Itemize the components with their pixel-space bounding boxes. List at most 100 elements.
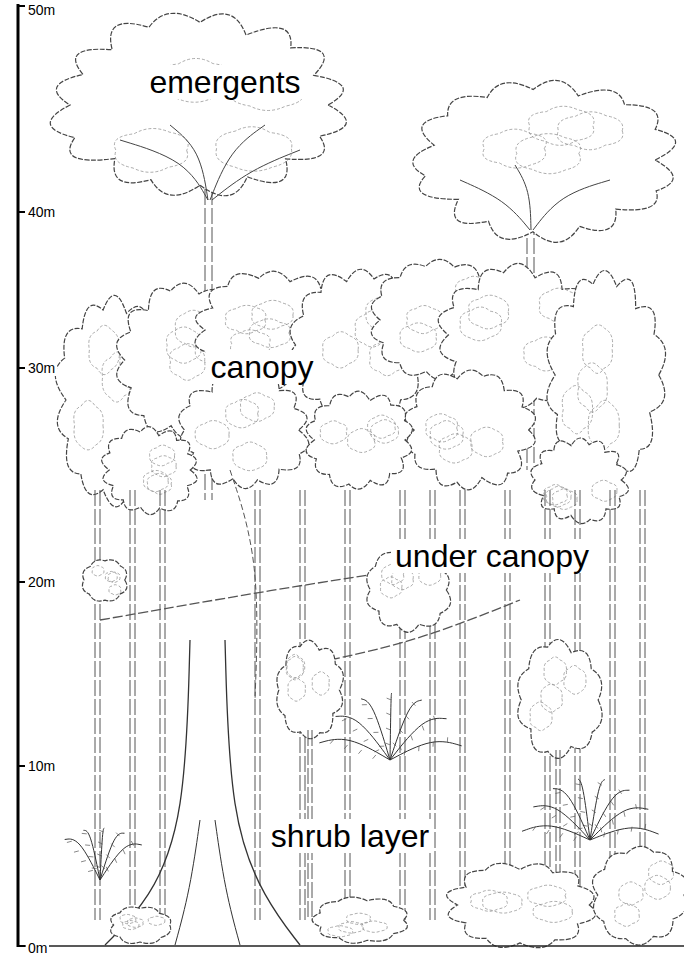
tree-branch [460, 180, 530, 230]
leaf-texture [150, 445, 175, 466]
leaf-texture [339, 922, 364, 933]
leaf-texture [252, 300, 294, 329]
palm-frond [603, 832, 605, 837]
tree-branch [515, 165, 531, 230]
leaf-texture [471, 427, 504, 457]
leaf-texture [543, 485, 567, 505]
axis-label: 20m [26, 574, 57, 590]
leaf-texture [249, 319, 290, 348]
leaf-texture [469, 295, 509, 329]
palm-frond [617, 830, 619, 835]
fern-frond [65, 839, 100, 880]
palm-frond [319, 739, 390, 760]
leaf-texture [400, 323, 436, 352]
leaf-texture [528, 885, 566, 906]
palm-frond [574, 837, 577, 841]
leaf-texture [483, 129, 546, 168]
leaf-texture [225, 305, 265, 333]
leaf-texture [460, 307, 501, 341]
fern-frond [85, 844, 90, 845]
leaf-texture [592, 480, 617, 501]
palm-frond [390, 742, 462, 760]
leaf-texture [120, 914, 136, 923]
palm-frond [422, 726, 424, 731]
leaf-texture [147, 473, 171, 494]
fern-frond [111, 844, 115, 848]
leaf-texture [89, 325, 120, 374]
palm-frond [390, 693, 392, 760]
leaf-texture [470, 890, 507, 911]
leaf-texture [430, 421, 463, 450]
leaf-texture [105, 571, 117, 581]
fern-frond [115, 858, 117, 863]
leaf-texture [347, 429, 375, 453]
palm-frond [368, 718, 373, 719]
shrub [312, 897, 407, 943]
fern-frond [88, 870, 93, 871]
leaf-texture [151, 456, 176, 477]
palm-frond [563, 804, 568, 806]
palm-frond [434, 716, 436, 721]
leaf-texture [552, 489, 577, 510]
leaf-texture [426, 414, 458, 442]
fern-frond [131, 841, 133, 846]
tree-branch [120, 140, 208, 200]
leaf-texture [371, 420, 399, 444]
palm-frond [432, 742, 433, 747]
layer-label: emergents [145, 65, 304, 99]
palm-frond [592, 810, 596, 813]
leaf-texture [649, 861, 674, 885]
fern-frond [116, 833, 120, 837]
palm-frond [387, 698, 392, 700]
axis-tick [17, 5, 25, 7]
palm-frond [611, 801, 614, 805]
leaf-texture [195, 421, 229, 449]
axis-label: 0m [26, 940, 49, 956]
fern-frond [83, 830, 100, 880]
palm-frond [589, 824, 593, 827]
palm-frond [619, 790, 622, 794]
axis-tick [17, 945, 25, 947]
palm-frond [590, 780, 605, 840]
axis-tick [17, 211, 25, 213]
fern-frond [100, 828, 104, 880]
leaf-texture [233, 442, 267, 471]
fern-frond [74, 851, 79, 852]
palm-frond [390, 718, 447, 760]
palm-frond [386, 713, 391, 715]
palm-frond [342, 719, 347, 721]
layer-label: under canopy [391, 539, 593, 573]
palm-frond [595, 824, 598, 828]
palm-frond [580, 811, 585, 813]
axis-tick [17, 367, 25, 369]
understory-crown [277, 640, 344, 739]
canopy-crown [306, 391, 412, 489]
palm-frond [358, 750, 361, 754]
fern-frond [106, 855, 110, 859]
leaf-texture [516, 134, 581, 174]
axis-line [17, 4, 20, 947]
palm-frond [598, 783, 602, 786]
leaf-texture [170, 344, 205, 381]
leaf-texture [143, 470, 168, 491]
axis-label: 10m [26, 758, 57, 774]
tree-branch [212, 150, 300, 200]
understory-crown [518, 639, 602, 758]
leaf-texture [226, 399, 259, 427]
palm-frond [612, 820, 613, 825]
tree-trunk [165, 490, 166, 920]
tree-trunk [160, 490, 161, 920]
palm-frond [595, 796, 599, 799]
axis-tick [17, 765, 25, 767]
fern-frond [67, 841, 72, 842]
palm-frond [570, 816, 575, 818]
palm-frond [373, 755, 376, 759]
palm-frond [578, 779, 590, 840]
palm-frond [390, 700, 422, 760]
tree-trunk [255, 490, 256, 920]
palm-frond [603, 813, 606, 817]
shrub [593, 846, 684, 945]
palm-frond [578, 797, 583, 799]
leaf-texture [615, 903, 640, 926]
